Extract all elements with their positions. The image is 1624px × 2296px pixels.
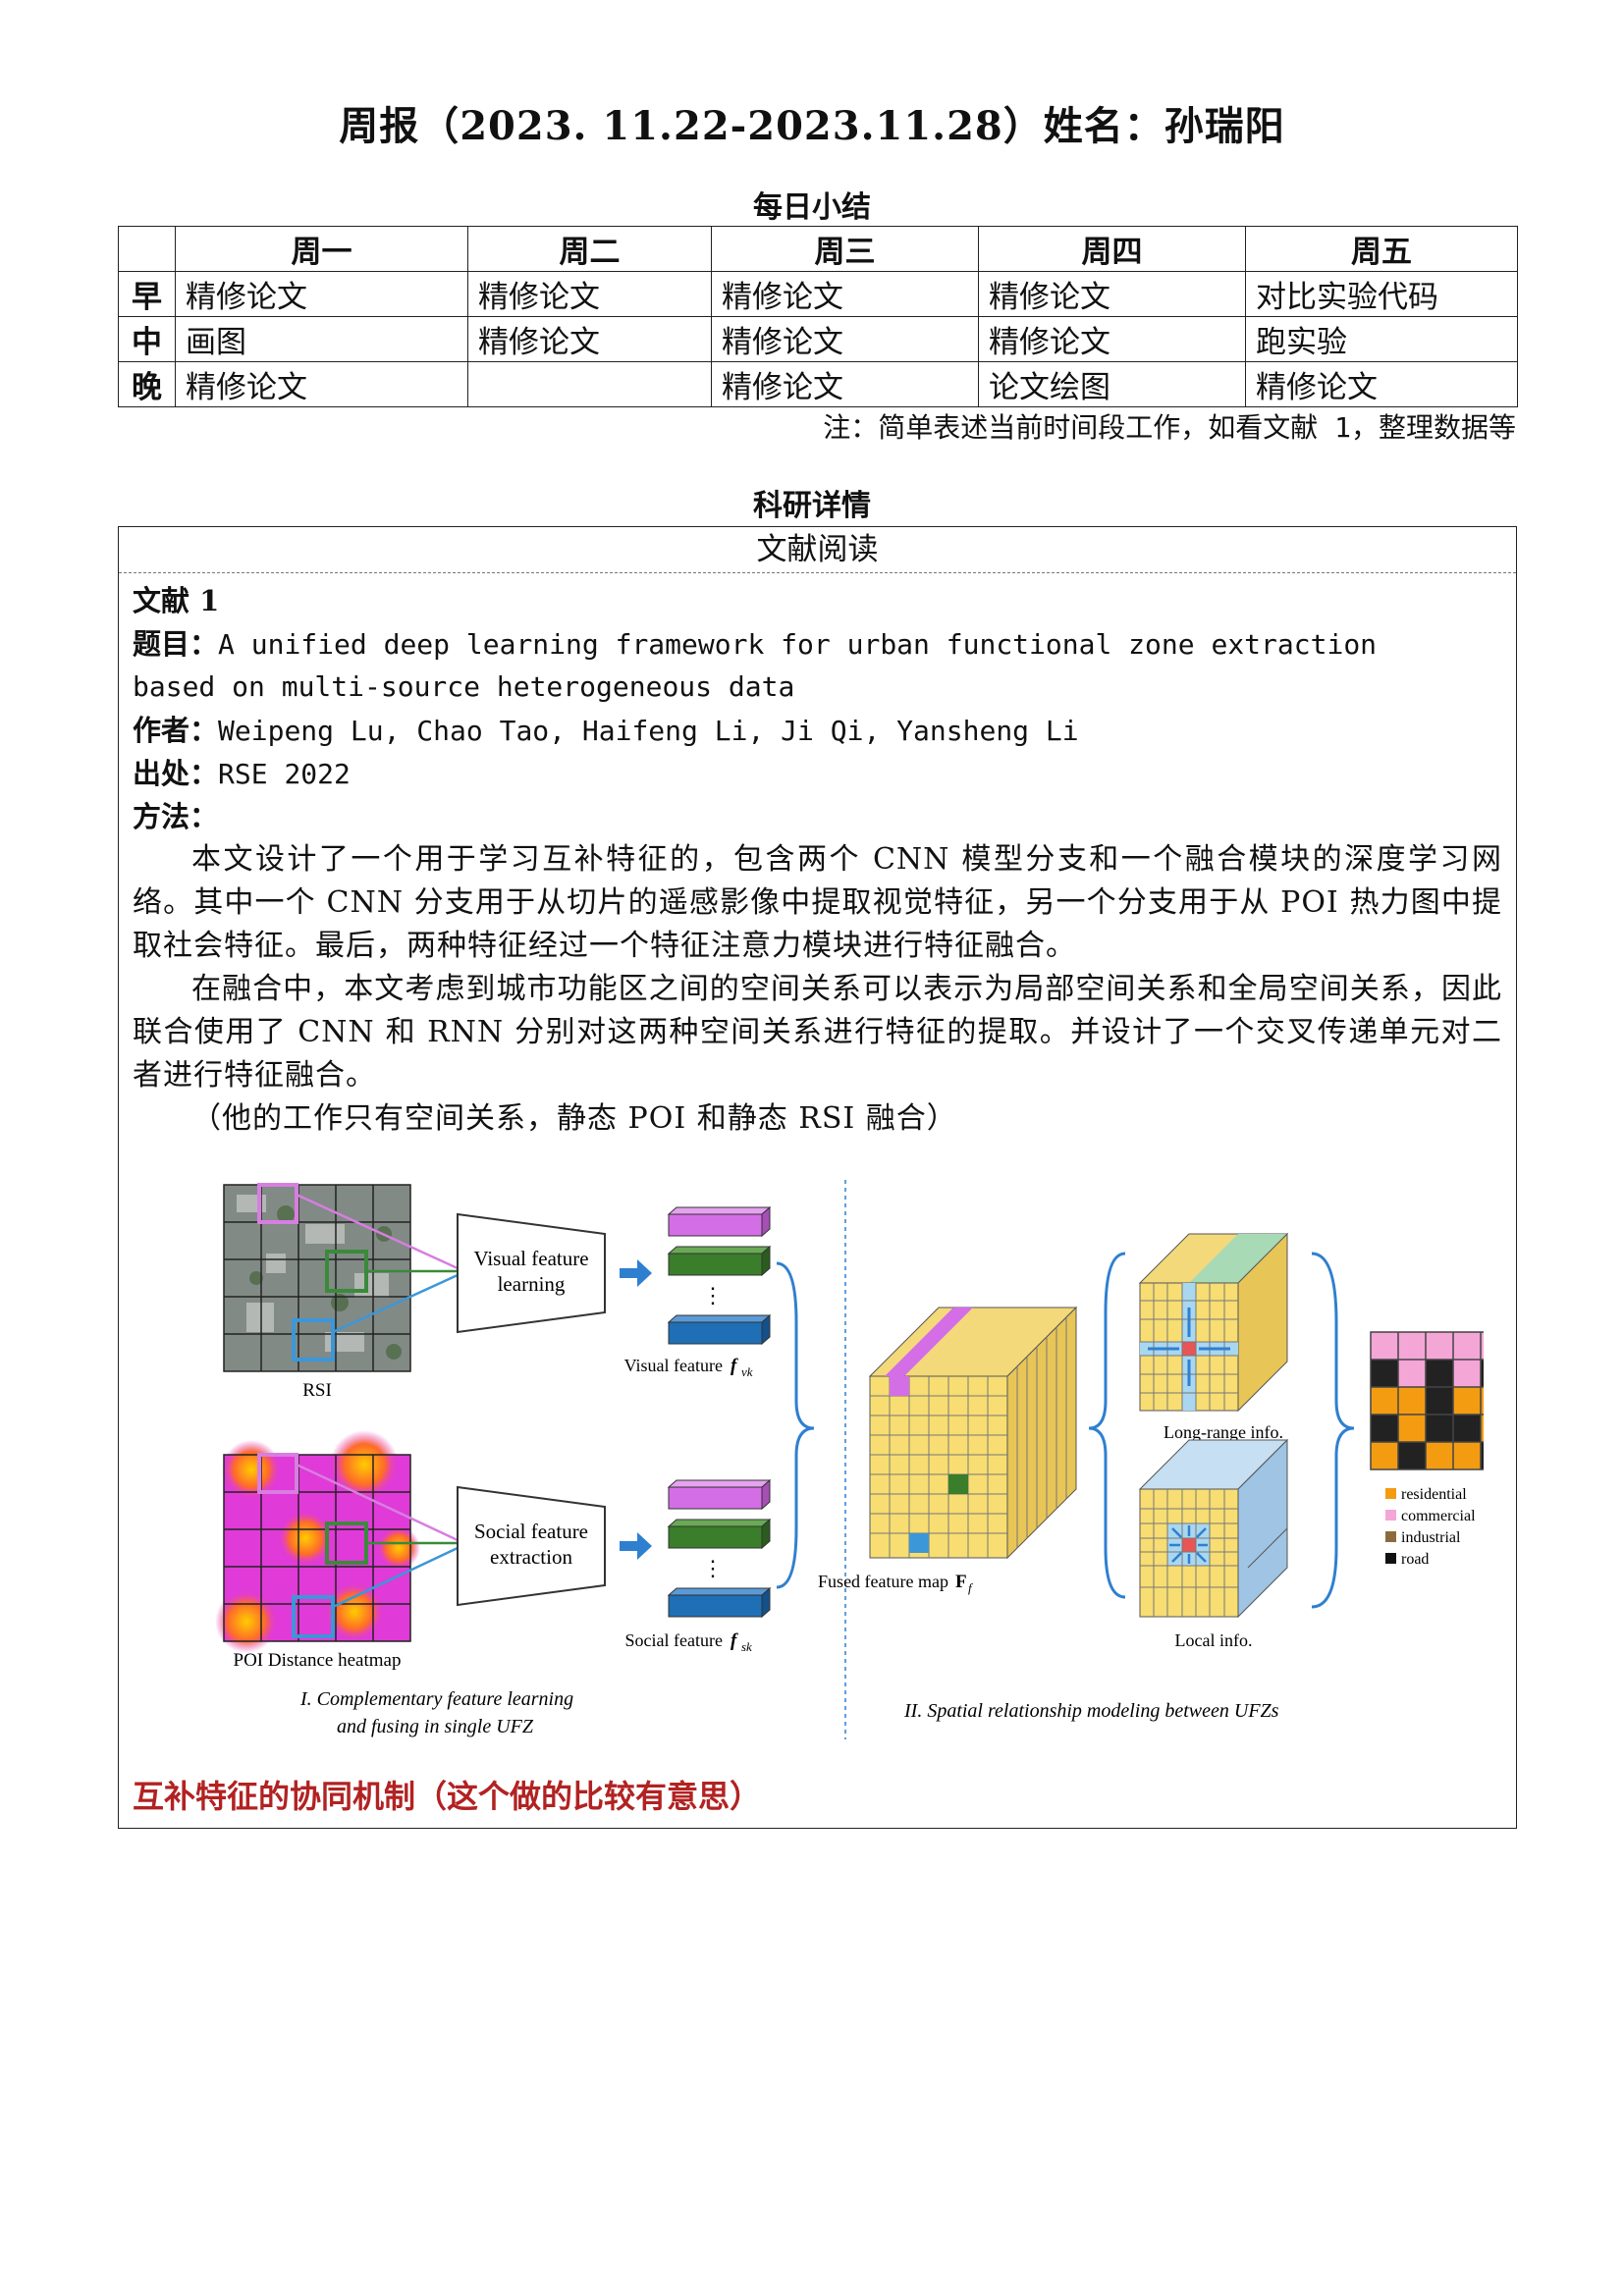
local-cube bbox=[1138, 1438, 1289, 1619]
box-title: 文献阅读 bbox=[119, 527, 1516, 573]
caption-part1-line2: and fusing in single UFZ bbox=[337, 1716, 534, 1737]
report-title: 周报（2023. 11.22-2023.11.28）姓名：孙瑞阳 bbox=[339, 103, 1285, 149]
long-range-label: Long-range info. bbox=[1164, 1422, 1283, 1442]
legend-swatch-residential bbox=[1385, 1488, 1396, 1499]
social-box-line2: extraction bbox=[490, 1545, 572, 1569]
visual-feature-symbol: f bbox=[731, 1356, 738, 1376]
table-row: 中 画图 精修论文 精修论文 精修论文 跑实验 bbox=[118, 316, 1518, 362]
table-cell bbox=[467, 361, 712, 407]
visual-feature-vectors bbox=[667, 1205, 772, 1346]
paper-content: 文献 1 题目：A unified deep learning framewor… bbox=[119, 573, 1516, 1141]
fused-symbol: F bbox=[955, 1572, 967, 1592]
corner-cell bbox=[118, 226, 176, 272]
table-cell: 精修论文 bbox=[711, 271, 979, 317]
table-cell: 跑实验 bbox=[1245, 316, 1518, 362]
legend-swatch-commercial bbox=[1385, 1510, 1396, 1521]
fused-feature-cube bbox=[868, 1306, 1078, 1560]
visual-feature-subscript: vk bbox=[741, 1364, 753, 1379]
social-feature-subscript: sk bbox=[741, 1639, 752, 1654]
table-header-row: 周一 周二 周三 周四 周五 bbox=[118, 226, 1518, 272]
research-heading: 科研详情 bbox=[753, 489, 871, 523]
author-label: 作者： bbox=[133, 714, 219, 747]
legend-label: industrial bbox=[1401, 1529, 1461, 1546]
fused-label: Fused feature map bbox=[818, 1572, 948, 1591]
social-feature-label: Social feature bbox=[625, 1630, 723, 1650]
local-label: Local info. bbox=[1175, 1630, 1253, 1650]
framework-figure: RSI Visual feature learning ⋮ Visual fea… bbox=[215, 1180, 1484, 1739]
paper-title-line1: A unified deep learning framework for ur… bbox=[218, 628, 1378, 661]
legend-swatch-industrial bbox=[1385, 1531, 1396, 1542]
poi-label: POI Distance heatmap bbox=[234, 1650, 402, 1671]
table-cell: 精修论文 bbox=[978, 271, 1246, 317]
table-cell: 精修论文 bbox=[175, 271, 468, 317]
day-header: 周四 bbox=[978, 226, 1246, 272]
visual-dots: ⋮ bbox=[702, 1283, 724, 1308]
method-paragraph-2: 在融合中，本文考虑到城市功能区之间的空间关系可以表示为局部空间关系和全局空间关系… bbox=[133, 972, 1502, 1093]
table-cell: 画图 bbox=[175, 316, 468, 362]
table-row: 早 精修论文 精修论文 精修论文 精修论文 对比实验代码 bbox=[118, 271, 1518, 317]
social-dots: ⋮ bbox=[702, 1556, 724, 1580]
visual-feature-label: Visual feature bbox=[624, 1356, 723, 1375]
caption-part2: II. Spatial relationship modeling betwee… bbox=[903, 1700, 1279, 1722]
day-header: 周二 bbox=[467, 226, 712, 272]
poi-heatmap bbox=[215, 1430, 420, 1653]
caption-part1-line1: I. Complementary feature learning bbox=[299, 1688, 573, 1710]
period-label: 中 bbox=[118, 316, 176, 362]
paper-label: 文献 1 bbox=[133, 584, 220, 617]
period-label: 晚 bbox=[118, 361, 176, 407]
table-cell: 对比实验代码 bbox=[1245, 271, 1518, 317]
day-header: 周三 bbox=[711, 226, 979, 272]
social-extraction-block bbox=[457, 1485, 606, 1607]
table-cell: 精修论文 bbox=[467, 316, 712, 362]
table-cell: 论文绘图 bbox=[978, 361, 1246, 407]
rsi-label: RSI bbox=[302, 1380, 332, 1401]
table-cell: 精修论文 bbox=[467, 271, 712, 317]
legend-label: residential bbox=[1401, 1486, 1467, 1503]
social-feature-vectors bbox=[667, 1478, 772, 1619]
visual-learning-block bbox=[457, 1212, 606, 1334]
table-note: 注：简单表述当前时间段工作，如看文献 1，整理数据等 bbox=[823, 411, 1516, 444]
legend: residential commercial industrial road bbox=[1385, 1486, 1476, 1568]
method-paragraph-1: 本文设计了一个用于学习互补特征的，包含两个 CNN 模型分支和一个融合模块的深度… bbox=[133, 842, 1502, 963]
visual-box-line1: Visual feature bbox=[473, 1247, 588, 1270]
method-label: 方法： bbox=[133, 800, 219, 833]
research-detail-box: 文献阅读 文献 1 题目：A unified deep learning fra… bbox=[118, 526, 1517, 1829]
table-cell: 精修论文 bbox=[175, 361, 468, 407]
table-cell: 精修论文 bbox=[978, 316, 1246, 362]
table-cell: 精修论文 bbox=[711, 316, 979, 362]
authors: Weipeng Lu, Chao Tao, Haifeng Li, Ji Qi,… bbox=[218, 715, 1079, 747]
source-label: 出处： bbox=[133, 757, 219, 790]
fused-subscript: f bbox=[968, 1580, 974, 1595]
social-box-line1: Social feature bbox=[474, 1520, 588, 1543]
rsi-image bbox=[223, 1183, 411, 1372]
split-bracket bbox=[1088, 1252, 1126, 1599]
legend-label: commercial bbox=[1401, 1508, 1476, 1524]
conclusion-note: 互补特征的协同机制（这个做的比较有意思） bbox=[133, 1778, 762, 1815]
merge-bracket bbox=[776, 1261, 815, 1589]
arrow-right-icon bbox=[620, 1532, 652, 1560]
table-cell: 精修论文 bbox=[1245, 361, 1518, 407]
long-range-cube bbox=[1138, 1232, 1289, 1413]
output-ufz-map bbox=[1370, 1331, 1484, 1470]
table-cell: 精修论文 bbox=[711, 361, 979, 407]
day-header: 周五 bbox=[1245, 226, 1518, 272]
paper-title-line2: based on multi-source heterogeneous data bbox=[133, 670, 795, 703]
source: RSE 2022 bbox=[218, 758, 351, 790]
legend-swatch-road bbox=[1385, 1553, 1396, 1564]
social-feature-symbol: f bbox=[731, 1630, 738, 1651]
output-bracket bbox=[1311, 1252, 1355, 1609]
legend-label: road bbox=[1401, 1551, 1429, 1568]
daily-summary-heading: 每日小结 bbox=[753, 190, 871, 225]
period-label: 早 bbox=[118, 271, 176, 317]
table-row: 晚 精修论文 精修论文 论文绘图 精修论文 bbox=[118, 361, 1518, 407]
visual-box-line2: learning bbox=[498, 1272, 566, 1296]
aside-note: （他的工作只有空间关系，静态 POI 和静态 RSI 融合） bbox=[191, 1101, 957, 1136]
arrow-right-icon bbox=[620, 1259, 652, 1287]
title-label: 题目： bbox=[133, 627, 219, 661]
daily-summary-table: 周一 周二 周三 周四 周五 早 精修论文 精修论文 精修论文 精修论文 对比实… bbox=[118, 226, 1518, 407]
day-header: 周一 bbox=[175, 226, 468, 272]
